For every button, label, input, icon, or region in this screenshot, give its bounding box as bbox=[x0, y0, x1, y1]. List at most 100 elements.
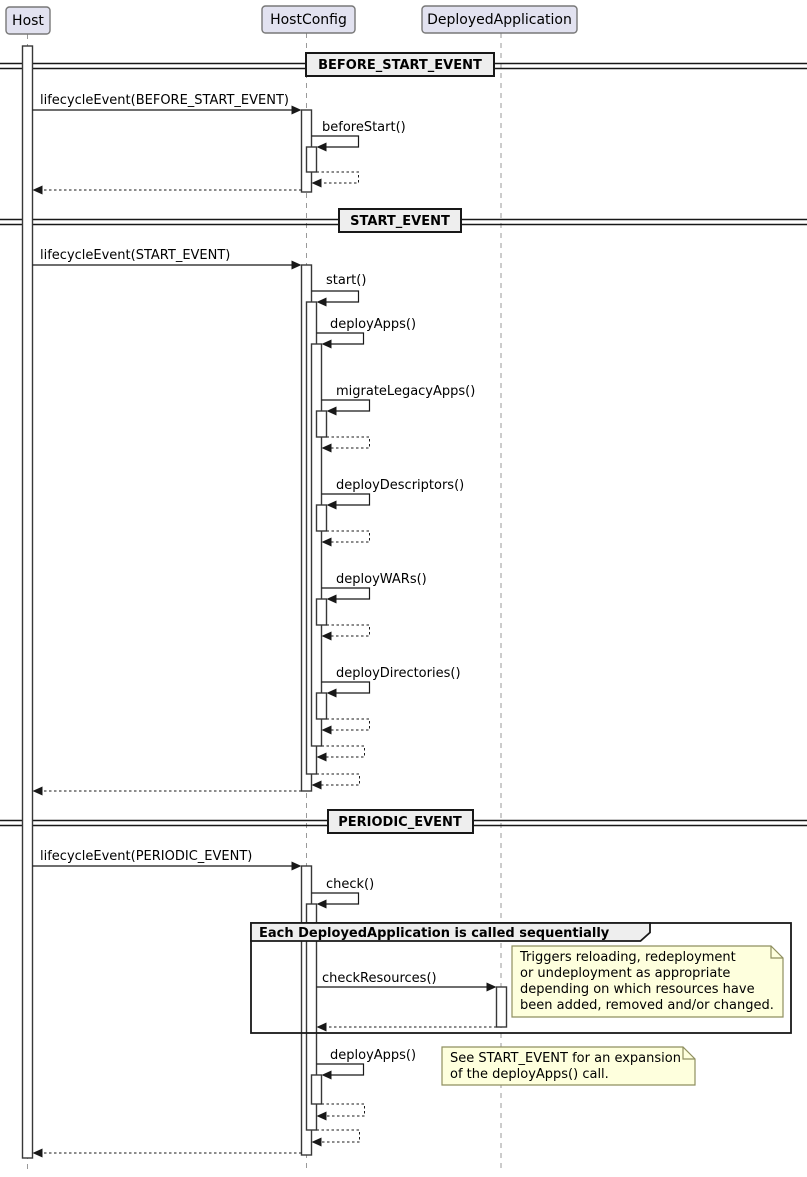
divider-before-start-event: BEFORE_START_EVENT bbox=[0, 52, 807, 77]
participant-box-host bbox=[5, 6, 51, 35]
message-lifecycle-periodic: lifecycleEvent(PERIODIC_EVENT) bbox=[32, 849, 302, 871]
message-label: lifecycleEvent(PERIODIC_EVENT) bbox=[40, 849, 252, 864]
activation-deploy-apps-periodic bbox=[310, 1074, 323, 1105]
divider-label-box bbox=[327, 809, 474, 834]
self-call-line bbox=[321, 399, 371, 412]
message-check-resources: checkResources() bbox=[316, 971, 497, 992]
arrowhead-left-icon bbox=[32, 786, 43, 796]
activation-deploy-descriptors bbox=[315, 504, 328, 532]
note-line: Triggers reloading, redeployment bbox=[519, 950, 736, 965]
return-deploy-directories bbox=[321, 718, 370, 735]
message-label: checkResources() bbox=[322, 971, 437, 986]
arrowhead-left-icon bbox=[316, 142, 327, 152]
message-deploy-wars: deployWARs() bbox=[321, 572, 427, 604]
note-shape bbox=[441, 1046, 696, 1086]
return-check bbox=[311, 1129, 360, 1147]
note-line: depending on which resources have bbox=[520, 982, 755, 997]
message-label: migrateLegacyApps() bbox=[336, 384, 475, 399]
message-label: deployDirectories() bbox=[336, 666, 461, 681]
return-line bbox=[316, 773, 360, 786]
group-title-box bbox=[250, 922, 651, 942]
participant-label-deployed-application: DeployedApplication bbox=[427, 12, 572, 28]
message-label: check() bbox=[326, 877, 374, 892]
divider-label-box bbox=[305, 52, 495, 77]
arrowhead-left-icon bbox=[326, 688, 337, 698]
arrowhead-left-icon bbox=[326, 500, 337, 510]
lifelines bbox=[27, 33, 502, 1170]
return-line bbox=[326, 436, 370, 449]
arrowhead-left-icon bbox=[321, 725, 332, 735]
participant-box-deployed-application bbox=[421, 5, 578, 34]
message-label: start() bbox=[326, 273, 366, 288]
arrowhead-right-icon bbox=[291, 260, 302, 270]
self-call-line bbox=[321, 587, 371, 600]
message-lifecycle-before-start: lifecycleEvent(BEFORE_START_EVENT) bbox=[32, 93, 302, 115]
arrowhead-left-icon bbox=[316, 1022, 327, 1032]
return-deploy-descriptors bbox=[321, 530, 370, 547]
arrowhead-left-icon bbox=[321, 537, 332, 547]
arrowhead-left-icon bbox=[311, 1137, 322, 1147]
message-start: start() bbox=[311, 273, 366, 307]
arrowhead-left-icon bbox=[316, 1111, 327, 1121]
message-deploy-descriptors: deployDescriptors() bbox=[321, 478, 464, 510]
message-deploy-directories: deployDirectories() bbox=[321, 666, 461, 698]
divider-label-box bbox=[338, 208, 462, 233]
arrowhead-left-icon bbox=[32, 1148, 43, 1158]
return-deploy-apps-periodic bbox=[316, 1103, 365, 1121]
arrowhead-left-icon bbox=[321, 443, 332, 453]
self-call-line bbox=[316, 332, 365, 345]
arrowhead-left-icon bbox=[316, 297, 327, 307]
divider-label: START_EVENT bbox=[350, 214, 450, 229]
divider-periodic-event: PERIODIC_EVENT bbox=[0, 809, 807, 834]
return-before-start bbox=[311, 171, 359, 188]
return-lifecycle-start bbox=[32, 786, 302, 796]
return-line bbox=[316, 171, 359, 184]
return-line bbox=[321, 1103, 365, 1117]
note-check-resources: Triggers reloading, redeployment or unde… bbox=[511, 945, 784, 1018]
participant-label-host: Host bbox=[12, 13, 44, 29]
arrowhead-left-icon bbox=[326, 594, 337, 604]
activation-deploy-apps bbox=[310, 343, 323, 747]
participant-box-host-config bbox=[261, 5, 356, 34]
participant-host: Host bbox=[5, 6, 51, 35]
self-call-line bbox=[311, 290, 360, 303]
arrowhead-right-icon bbox=[486, 982, 497, 992]
note-line: of the deployApps() call. bbox=[450, 1067, 609, 1082]
message-before-start: beforeStart() bbox=[311, 120, 406, 152]
self-call-line bbox=[311, 135, 360, 148]
return-migrate-legacy-apps bbox=[321, 436, 370, 453]
message-lifecycle-start: lifecycleEvent(START_EVENT) bbox=[32, 248, 302, 270]
arrowhead-left-icon bbox=[316, 899, 327, 909]
arrowhead-left-icon bbox=[321, 1070, 332, 1080]
return-line bbox=[326, 718, 370, 731]
arrowhead-left-icon bbox=[321, 339, 332, 349]
arrowhead-left-icon bbox=[321, 631, 332, 641]
group-title-label: Each DeployedApplication is called seque… bbox=[259, 926, 610, 941]
return-deploy-wars bbox=[321, 624, 370, 641]
arrowhead-left-icon bbox=[32, 185, 43, 195]
message-label: beforeStart() bbox=[322, 120, 406, 135]
divider-label: BEFORE_START_EVENT bbox=[318, 58, 482, 73]
activation-migrate-legacy-apps bbox=[315, 410, 328, 438]
message-label: deployApps() bbox=[330, 1048, 416, 1063]
activation-check bbox=[305, 903, 318, 1131]
arrowhead-left-icon bbox=[311, 178, 322, 188]
self-call-line bbox=[321, 493, 371, 506]
self-call-line bbox=[311, 892, 360, 905]
activation-deployed-application-check-resources bbox=[495, 986, 508, 1028]
note-shape bbox=[511, 945, 784, 1018]
message-label: lifecycleEvent(BEFORE_START_EVENT) bbox=[40, 93, 289, 108]
note-deploy-apps: See START_EVENT for an expansion of the … bbox=[441, 1046, 696, 1086]
self-call-line bbox=[321, 681, 371, 694]
activation-before-start bbox=[305, 146, 318, 173]
return-lifecycle-before-start bbox=[32, 185, 302, 195]
participant-deployed-application: DeployedApplication bbox=[421, 5, 578, 34]
arrowhead-left-icon bbox=[326, 406, 337, 416]
return-line bbox=[316, 1129, 360, 1143]
message-label: deployWARs() bbox=[336, 572, 427, 587]
return-line bbox=[326, 530, 370, 543]
divider-start-event: START_EVENT bbox=[0, 208, 807, 233]
self-call-line bbox=[316, 1063, 365, 1076]
